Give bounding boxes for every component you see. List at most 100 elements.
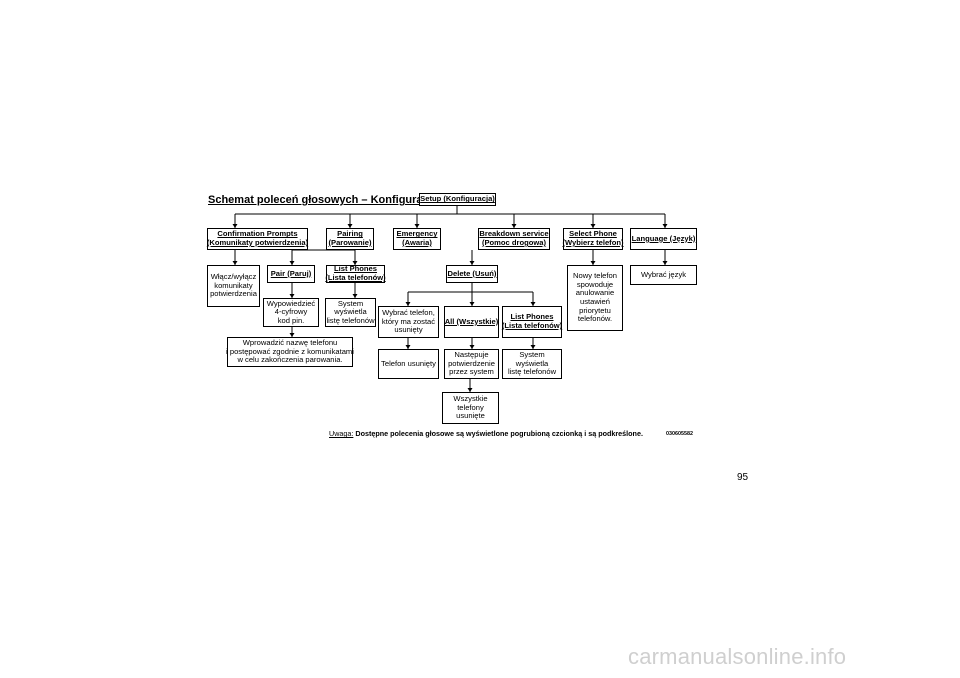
node-label: Wprowadzić nazwę telefonu — [242, 338, 338, 348]
node-label: i postępować zgodnie z komunikatami — [226, 346, 354, 356]
node-label: All (Wszystkie) — [444, 316, 499, 326]
page-title: Schemat poleceń głosowych – Konfiguracja — [208, 194, 438, 206]
node-label: Breakdown service — [479, 229, 549, 239]
node-label: priorytetu — [579, 305, 611, 315]
node-label: wyświetla — [515, 358, 549, 368]
arrowhead — [347, 224, 353, 228]
node-label: System — [337, 298, 364, 308]
node-label: Włącz/wyłącz — [210, 272, 257, 282]
node-label: Emergency — [396, 229, 438, 239]
node-label: Select Phone — [569, 229, 617, 239]
arrowhead — [405, 302, 411, 306]
node-label: telefonów. — [577, 314, 613, 324]
arrowhead — [232, 261, 238, 265]
footnote-label: Uwaga: — [329, 429, 354, 438]
node-label: w celu zakończenia parowania. — [237, 355, 343, 365]
node-label: Telefon usunięty — [381, 358, 436, 368]
node-label: spowoduje — [576, 279, 614, 289]
arrowhead — [352, 294, 358, 298]
node-emergency: Emergency(Awaria) — [393, 228, 441, 250]
node-delete: Delete (Usuń) — [446, 265, 498, 283]
arrowhead — [289, 294, 295, 298]
arrowhead — [352, 261, 358, 265]
arrowhead — [469, 345, 475, 349]
node-choose-language: Wybrać język — [630, 265, 697, 285]
node-label: listę telefonów — [326, 315, 375, 325]
arrowhead — [414, 224, 420, 228]
node-label: ustawień — [580, 297, 610, 306]
node-label: Setup (Konfiguracja) — [420, 194, 495, 204]
footnote: Uwaga: Dostępne polecenia głosowe są wyś… — [329, 429, 643, 438]
node-confirmation: Confirmation Prompts(Komunikaty potwierd… — [207, 228, 308, 250]
node-label: listę telefonów — [507, 367, 557, 377]
arrowhead — [405, 345, 411, 349]
node-label: (Pomoc drogowa) — [481, 238, 547, 247]
node-label: komunikaty — [214, 280, 253, 290]
arrowhead — [590, 261, 596, 265]
figure-code: 030605582 — [666, 431, 693, 437]
node-label: potwierdzenie — [448, 358, 495, 368]
node-label: Confirmation Prompts — [217, 229, 298, 239]
arrowhead — [530, 345, 536, 349]
node-label: Wszystkie — [453, 394, 488, 404]
node-label: Wypowiedzieć — [266, 298, 316, 308]
arrowhead — [289, 333, 295, 337]
arrowhead — [530, 302, 536, 306]
node-label: Wybrać język — [640, 269, 687, 279]
node-list-phones-2: List Phones(Lista telefonów) — [502, 306, 562, 338]
node-label: Language (Język) — [631, 233, 696, 243]
node-label: telefony — [457, 402, 484, 412]
node-label: usunięty — [394, 325, 423, 335]
node-label: wyświetla — [334, 307, 367, 317]
node-label: Nowy telefon — [573, 271, 617, 281]
node-label: (Lista telefonów) — [325, 273, 386, 282]
node-label: kod pin. — [277, 315, 305, 325]
node-label: Następuje — [454, 350, 489, 360]
node-setup: Setup (Konfiguracja) — [419, 193, 496, 206]
node-label: Delete (Usuń) — [447, 268, 497, 278]
footnote-text: Dostępne polecenia głosowe są wyświetlon… — [355, 429, 643, 438]
node-language: Language (Język) — [630, 228, 697, 250]
node-label: List Phones — [333, 264, 378, 274]
node-label: przez system — [449, 367, 494, 377]
arrowhead — [469, 261, 475, 265]
node-label: (Lista telefonów) — [501, 321, 563, 330]
arrowhead — [662, 224, 668, 228]
arrowhead — [469, 302, 475, 306]
node-label: (Wybierz telefon) — [562, 238, 624, 247]
page-number: 95 — [737, 472, 749, 483]
arrowhead — [511, 224, 517, 228]
node-pair: Pair (Paruj) — [267, 265, 315, 283]
node-breakdown: Breakdown service(Pomoc drogowa) — [478, 228, 550, 250]
node-label: System — [519, 350, 545, 360]
node-label: Pairing — [337, 229, 363, 239]
node-label: 4-cyfrowy — [274, 307, 308, 317]
arrowhead — [590, 224, 596, 228]
node-label: (Awaria) — [402, 238, 432, 247]
node-phone-deleted: Telefon usunięty — [378, 349, 439, 379]
arrowhead — [467, 388, 473, 392]
node-pairing: Pairing(Parowanie) — [326, 228, 374, 250]
node-label: potwierdzenia — [210, 289, 257, 299]
arrowhead — [289, 261, 295, 265]
watermark: carmanualsonline.info — [628, 644, 847, 669]
arrowhead — [662, 261, 668, 265]
node-all: All (Wszystkie) — [444, 306, 499, 338]
node-list-phones: List Phones(Lista telefonów) — [325, 264, 386, 283]
node-label: Wybrać telefon, — [382, 308, 435, 318]
node-label: Pair (Paruj) — [270, 268, 312, 278]
node-label: List Phones — [510, 312, 554, 322]
node-select-phone: Select Phone(Wybierz telefon) — [562, 228, 624, 250]
node-label: (Komunikaty potwierdzenia) — [206, 238, 309, 247]
arrowhead — [232, 224, 238, 228]
node-label: usunięte — [456, 411, 485, 421]
node-label: anulowanie — [575, 288, 615, 298]
